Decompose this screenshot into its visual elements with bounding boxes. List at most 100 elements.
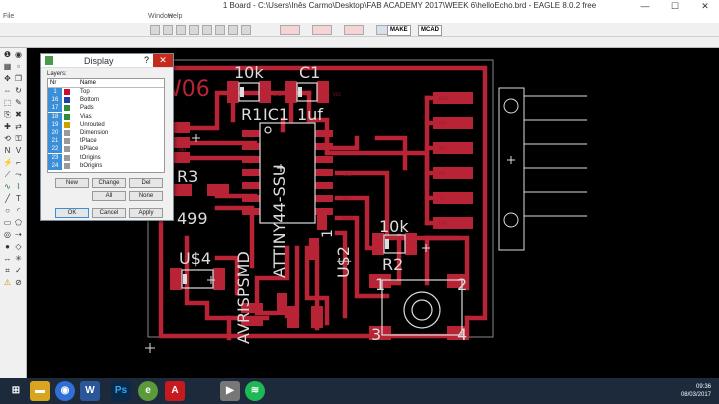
zoom-select-icon[interactable] (189, 25, 199, 35)
menu-window[interactable]: Window (148, 13, 173, 20)
group-icon[interactable]: ⬚ (3, 98, 12, 107)
fusion-push-icon[interactable] (312, 25, 332, 35)
fusion-pull-icon[interactable] (344, 25, 364, 35)
arc-icon[interactable]: ◜ (16, 206, 21, 215)
make-button[interactable]: MAKE (387, 25, 411, 36)
go-icon[interactable] (241, 25, 251, 35)
rect-icon[interactable]: ▭ (3, 218, 12, 227)
ic-pins (242, 130, 333, 215)
rotate-icon[interactable]: ↻ (15, 86, 22, 95)
layer-nr: 24 (48, 161, 62, 170)
menu-help[interactable]: Help (168, 13, 183, 20)
polygon-icon[interactable]: ⬠ (15, 218, 22, 227)
drc-icon[interactable]: ⚠ (3, 278, 12, 287)
ratsnest-icon[interactable]: ✳ (15, 254, 22, 263)
zoom-in-icon[interactable] (163, 25, 173, 35)
add-icon[interactable]: ✚ (4, 122, 11, 131)
smash-icon[interactable]: ⚡ (3, 158, 13, 167)
route-icon[interactable]: ∿ (4, 182, 11, 191)
errors-icon[interactable]: ⊘ (15, 278, 22, 287)
value-icon[interactable]: V (15, 146, 22, 155)
zoom-out-icon[interactable] (176, 25, 186, 35)
ripup-icon[interactable]: ⌇ (16, 182, 21, 191)
move-icon[interactable]: ✥ (4, 74, 11, 83)
change-icon[interactable]: ✎ (15, 98, 22, 107)
ok-button[interactable]: OK (55, 208, 89, 218)
acrobat-icon[interactable]: A (165, 381, 185, 401)
minimize-button[interactable]: — (640, 1, 650, 11)
undo-icon[interactable] (202, 25, 212, 35)
media-player-icon[interactable]: ▶ (220, 381, 240, 401)
apply-button[interactable]: Apply (129, 208, 163, 218)
close-window-button[interactable]: ✕ (701, 1, 709, 11)
chrome-icon[interactable]: ◉ (55, 381, 75, 401)
autorouter-icon[interactable]: ⌗ (5, 266, 10, 275)
erc-icon[interactable]: ✓ (15, 266, 22, 275)
r2-value-label: 10k (379, 217, 409, 236)
replace-icon[interactable]: ⟲ (4, 134, 11, 143)
layer-name: tPlace (80, 138, 97, 145)
start-button[interactable]: ⊞ (11, 385, 21, 396)
del-button[interactable]: Del (129, 178, 163, 188)
file-explorer-icon[interactable]: ▬ (30, 381, 50, 401)
col-name-header[interactable]: Name (80, 80, 97, 86)
word-icon[interactable]: W (80, 381, 100, 401)
fusion-sync-icon[interactable] (280, 25, 300, 35)
circle-icon[interactable]: ○ (5, 206, 10, 215)
delete-icon[interactable]: ✖ (15, 110, 22, 119)
copy-icon[interactable]: ❐ (14, 74, 23, 83)
name-icon[interactable]: N (4, 146, 11, 155)
text-icon[interactable]: T (16, 194, 21, 203)
display-icon[interactable]: ▦ (3, 62, 12, 71)
change-button[interactable]: Change (92, 178, 126, 188)
stop-icon[interactable] (228, 25, 238, 35)
optimize-icon[interactable]: ⤳ (15, 170, 22, 179)
pcb-layout[interactable]: 10k C1 R1 IC1 1uf R3 499 U$4 10k R2 1 2 … (27, 48, 719, 378)
help-icon[interactable]: ? (144, 55, 150, 65)
svg-text:GND: GND (439, 96, 448, 101)
mirror-icon[interactable]: ⇔ (3, 86, 12, 95)
dialog-close-button[interactable]: ✕ (153, 54, 173, 67)
system-clock[interactable]: 09:36 08/03/2017 (681, 383, 711, 399)
attribute-icon[interactable]: ◇ (15, 242, 22, 251)
mcad-button[interactable]: MCAD (418, 25, 442, 36)
dimension-icon[interactable]: ↔ (3, 254, 12, 263)
maximize-button[interactable]: ☐ (670, 1, 680, 11)
via-icon[interactable]: ◎ (4, 230, 11, 239)
info-icon[interactable]: ❶ (3, 50, 12, 59)
paste-icon[interactable]: ⎘ (4, 110, 11, 119)
new-button[interactable]: New (55, 178, 89, 188)
menu-file[interactable]: File (3, 13, 15, 20)
svg-text:VCC: VCC (333, 92, 342, 97)
all-button[interactable]: All (92, 191, 126, 201)
split-icon[interactable]: ⟋ (4, 170, 11, 179)
hole-icon[interactable]: ● (5, 242, 10, 251)
zoom-fit-icon[interactable] (150, 25, 160, 35)
wire-icon[interactable]: ╱ (5, 194, 10, 203)
none-button[interactable]: None (129, 191, 163, 201)
show-icon[interactable]: ◉ (15, 50, 22, 59)
board-canvas[interactable]: 10k C1 R1 IC1 1uf R3 499 U$4 10k R2 1 2 … (27, 48, 719, 378)
miter-icon[interactable]: ⌐ (16, 158, 21, 167)
mark-icon[interactable]: ▫ (17, 62, 20, 71)
lock-icon[interactable]: ⚿ (15, 134, 22, 143)
photoshop-icon[interactable]: Ps (111, 381, 131, 401)
eagle-icon[interactable]: e (138, 381, 158, 401)
signal-icon[interactable]: ⇢ (15, 230, 22, 239)
redo-icon[interactable] (215, 25, 225, 35)
cancel-button[interactable]: Cancel (92, 208, 126, 218)
col-nr-header[interactable]: Nr (50, 80, 57, 86)
spotify-icon[interactable]: ≋ (245, 381, 265, 401)
pinswap-icon[interactable]: ⇄ (15, 122, 22, 131)
